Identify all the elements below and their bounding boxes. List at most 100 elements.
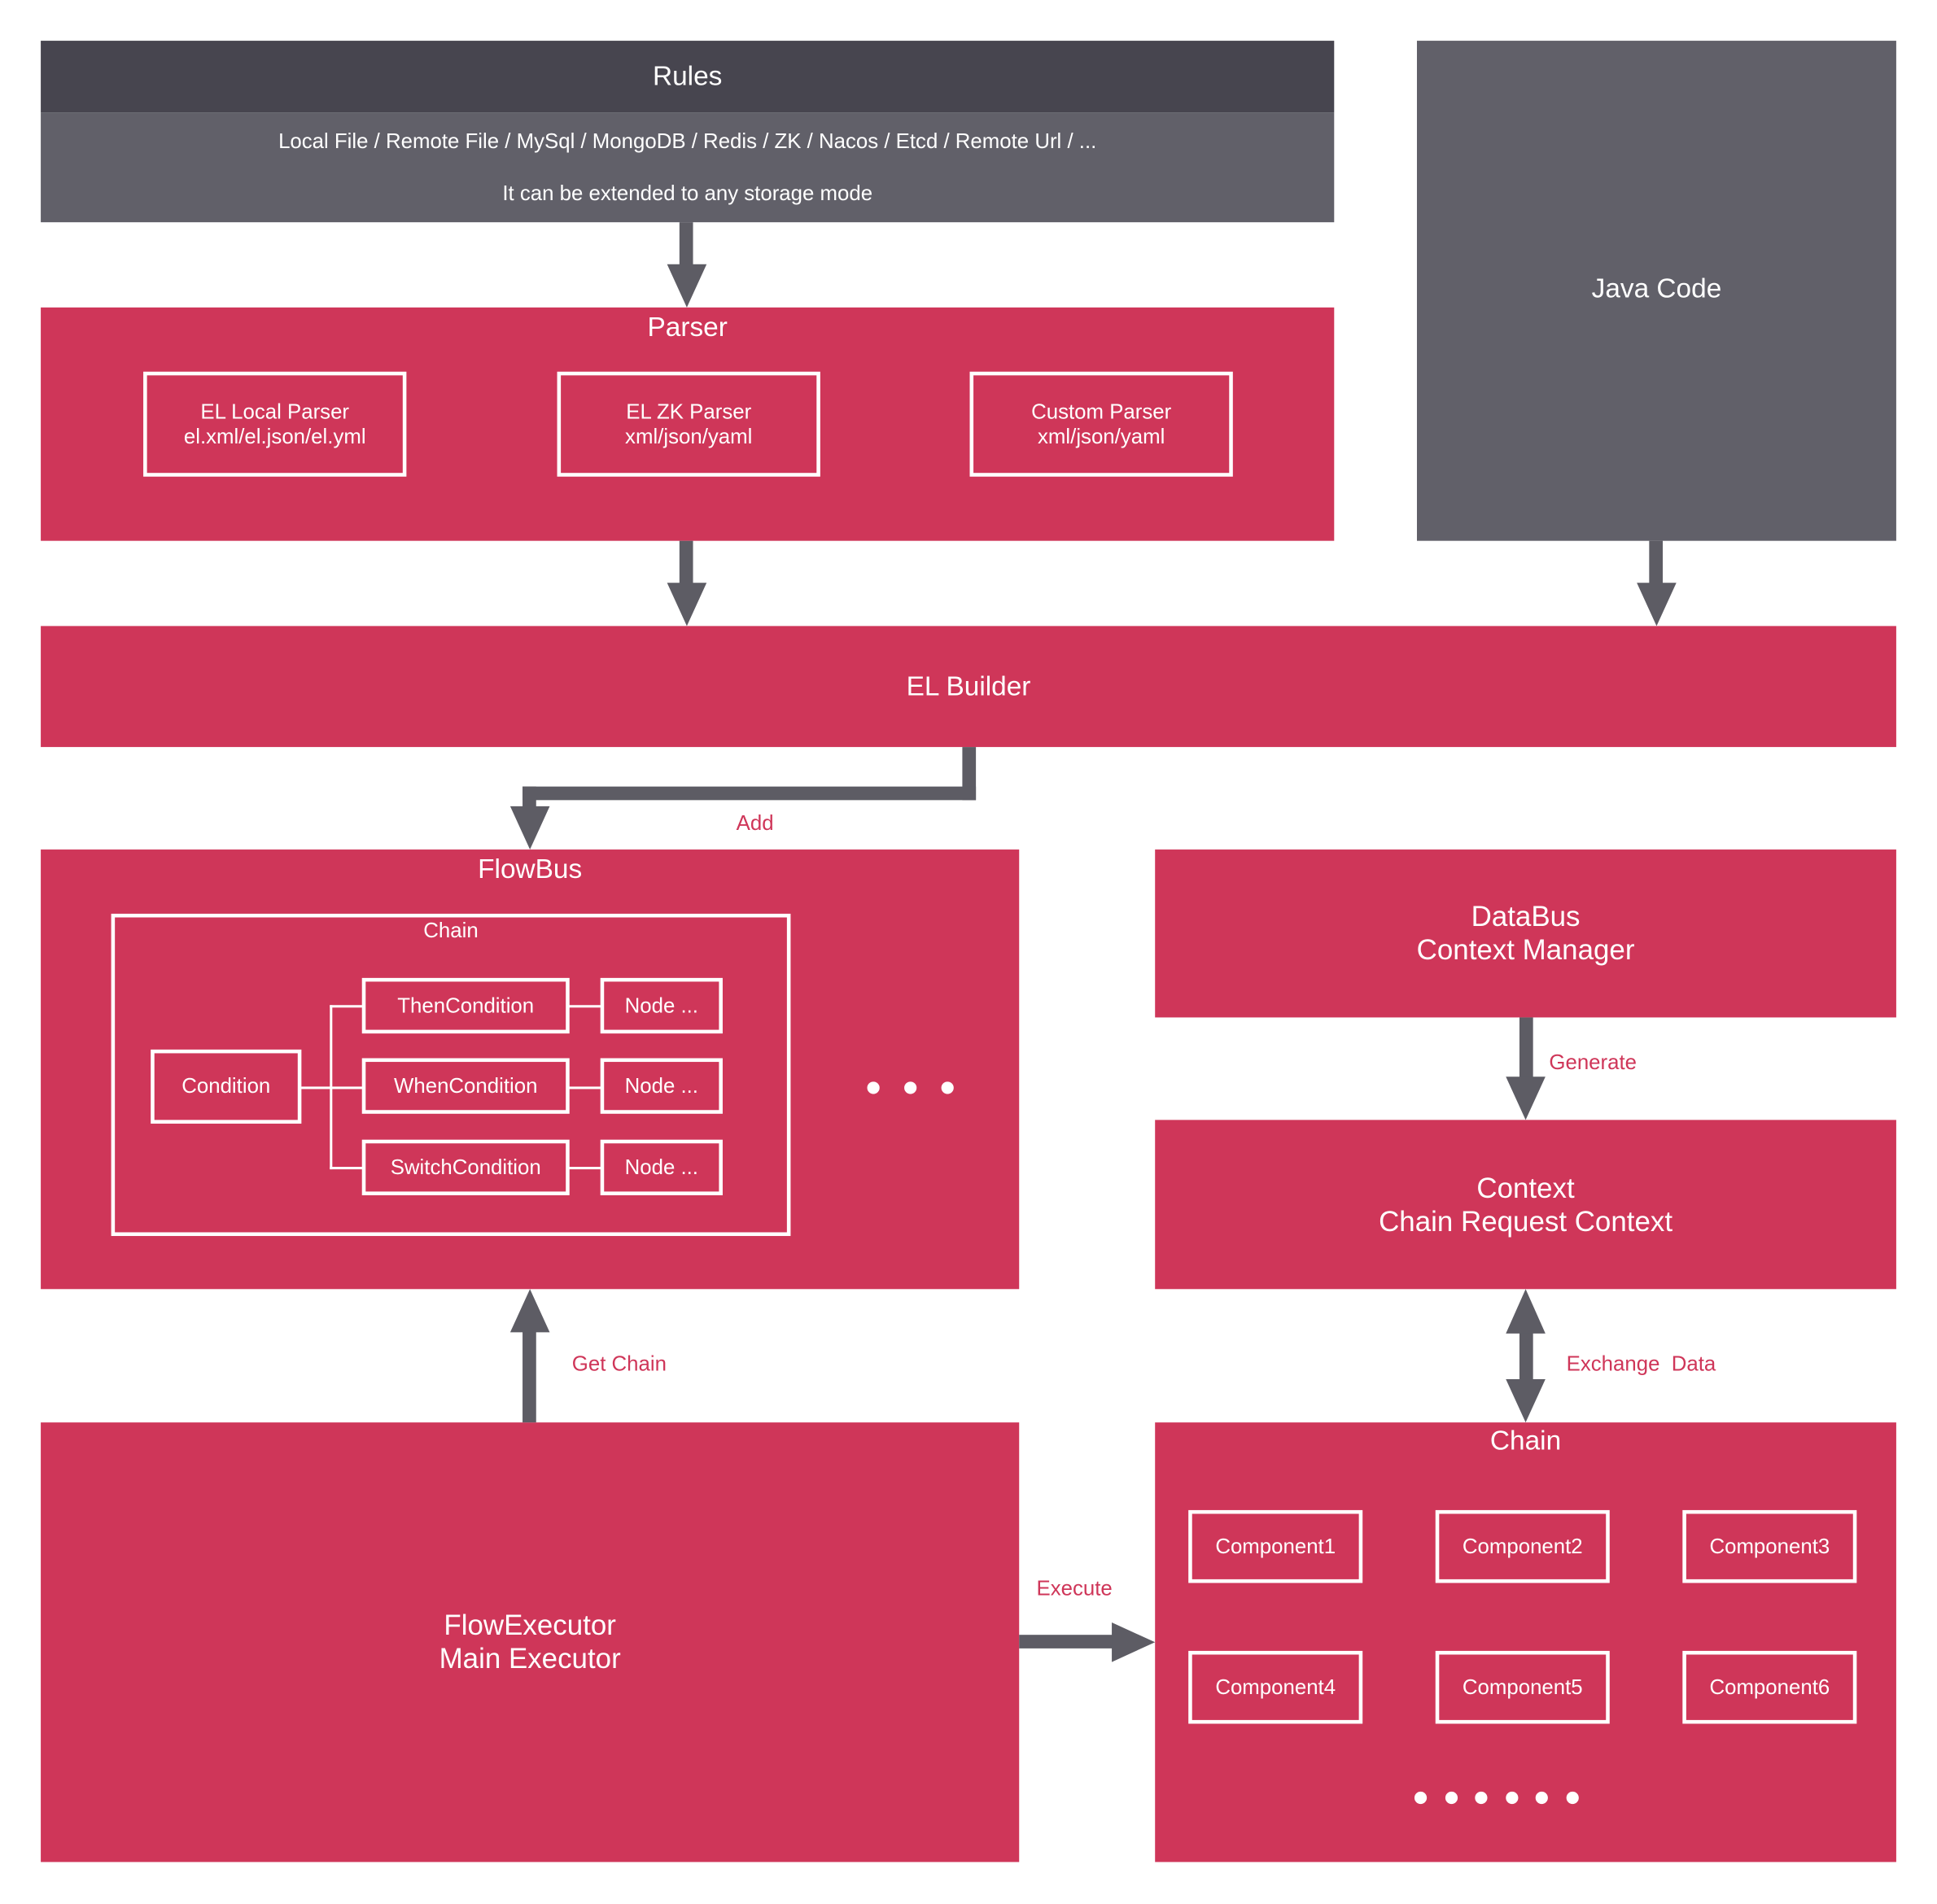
- switch-condition-label: SwitchCondition: [390, 1155, 541, 1179]
- java-code-block: Java Code: [1416, 41, 1896, 541]
- flowbus-chain-frame: Chain Condition ThenCondition WhenCondit…: [111, 913, 791, 1237]
- flow-executor-line1: FlowExecutor: [444, 1609, 616, 1641]
- flowbus-block: FlowBus Chain Condition ThenCondition Wh…: [41, 849, 1020, 1290]
- rules-note: It can be extended to any storage mode: [502, 181, 873, 205]
- parser-el-local: EL Local Parser el.xml/el.json/el.yml: [143, 371, 407, 477]
- node-box-1: Node ...: [600, 977, 723, 1034]
- parser-el-zk-name: EL ZK Parser: [626, 399, 752, 423]
- connector-switch: [330, 1167, 364, 1170]
- component-box-3: Component3: [1682, 1509, 1857, 1583]
- component-box-4: Component4: [1188, 1650, 1363, 1724]
- condition-label: Condition: [181, 1074, 271, 1098]
- dot: [1505, 1791, 1519, 1805]
- arrow-add-segment-2: [523, 786, 977, 801]
- component-label-6: Component6: [1709, 1675, 1830, 1699]
- connector-node-1: [566, 1005, 602, 1008]
- arrow-exchange-head-down: [1506, 1379, 1546, 1423]
- rules-sources: Local File / Remote File / MySql / Mongo…: [278, 129, 1097, 154]
- dot: [1414, 1791, 1428, 1805]
- connector-node-2: [566, 1086, 602, 1090]
- arrow-parser-builder-shaft: [679, 540, 693, 591]
- arrow-generate-shaft: [1519, 1017, 1533, 1080]
- connector-then: [330, 1005, 364, 1008]
- flowbus-title: FlowBus: [478, 853, 583, 884]
- node-label-3: Node ...: [624, 1155, 698, 1179]
- arrow-generate-head: [1506, 1076, 1546, 1120]
- arrow-java-builder-shaft: [1649, 540, 1664, 591]
- connector-node-3: [566, 1167, 602, 1170]
- arrow-execute-shaft: [1019, 1635, 1118, 1649]
- when-condition-label: WhenCondition: [394, 1073, 538, 1098]
- dot: [1475, 1791, 1488, 1805]
- component-label-3: Component3: [1709, 1534, 1830, 1558]
- node-label-2: Node ...: [624, 1073, 698, 1098]
- arrow-rules-parser-head: [667, 264, 707, 308]
- connector-trunk: [300, 1086, 331, 1090]
- component-box-6: Component6: [1682, 1650, 1857, 1724]
- component-box-2: Component2: [1435, 1509, 1610, 1583]
- dot: [941, 1081, 954, 1094]
- label-add: Add: [736, 811, 774, 835]
- connector-when: [330, 1086, 364, 1090]
- label-generate: Generate: [1549, 1050, 1637, 1075]
- arrow-add-segment-3: [523, 786, 536, 812]
- dot: [867, 1081, 880, 1094]
- parser-el-local-name: EL Local Parser: [200, 399, 350, 423]
- el-builder-label: EL Builder: [906, 670, 1031, 701]
- databus-line2: Context Manager: [1416, 933, 1635, 966]
- component-label-1: Component1: [1215, 1534, 1336, 1558]
- parser-title: Parser: [647, 311, 728, 343]
- arrow-add-head: [509, 806, 550, 850]
- arrow-java-builder-head: [1637, 583, 1677, 627]
- chain-more-dots: [1414, 1791, 1579, 1806]
- dot: [1566, 1791, 1579, 1805]
- then-condition-box: ThenCondition: [361, 977, 570, 1034]
- component-box-5: Component5: [1435, 1650, 1610, 1724]
- component-label-5: Component5: [1462, 1675, 1583, 1699]
- arrow-get-chain-shaft: [523, 1327, 536, 1423]
- switch-condition-box: SwitchCondition: [361, 1139, 570, 1195]
- component-box-1: Component1: [1188, 1509, 1363, 1583]
- label-get-chain: Get Chain: [571, 1352, 667, 1376]
- flowbus-chain-title: Chain: [423, 919, 479, 942]
- rules-header: Rules: [41, 41, 1335, 113]
- node-box-2: Node ...: [600, 1058, 723, 1114]
- arrow-exchange-head-up: [1506, 1289, 1546, 1334]
- rules-body: Local File / Remote File / MySql / Mongo…: [41, 112, 1335, 223]
- flowbus-more-dots: [867, 1081, 954, 1096]
- dot: [904, 1081, 917, 1094]
- context-line2: Chain Request Context: [1379, 1204, 1673, 1237]
- then-condition-label: ThenCondition: [397, 993, 535, 1017]
- arrow-parser-builder-head: [667, 583, 707, 627]
- when-condition-box: WhenCondition: [361, 1058, 570, 1114]
- java-code-label: Java Code: [1591, 273, 1722, 304]
- arrow-exchange-shaft: [1519, 1328, 1533, 1383]
- rules-title: Rules: [652, 60, 723, 92]
- parser-custom-formats: xml/json/yaml: [1038, 424, 1165, 448]
- node-box-3: Node ...: [600, 1139, 723, 1195]
- arrow-get-chain-head: [509, 1289, 550, 1333]
- label-execute: Execute: [1036, 1576, 1113, 1600]
- component-label-4: Component4: [1215, 1675, 1336, 1699]
- arrow-rules-parser-shaft: [679, 222, 693, 272]
- dot: [1536, 1791, 1549, 1805]
- dot: [1445, 1791, 1458, 1805]
- label-exchange-data: Exchange Data: [1566, 1352, 1716, 1376]
- component-label-2: Component2: [1462, 1534, 1583, 1558]
- parser-custom-name: Custom Parser: [1031, 399, 1172, 423]
- flow-executor-block: FlowExecutor Main Executor: [41, 1422, 1020, 1863]
- parser-custom: Custom Parser xml/json/yaml: [969, 371, 1233, 477]
- context-line1: Context: [1476, 1171, 1575, 1203]
- parser-block: Parser EL Local Parser el.xml/el.json/el…: [41, 307, 1335, 541]
- parser-el-zk: EL ZK Parser xml/json/yaml: [557, 371, 820, 477]
- databus-line1: DataBus: [1471, 900, 1581, 932]
- condition-box: Condition: [151, 1049, 302, 1124]
- parser-el-zk-formats: xml/json/yaml: [625, 424, 753, 448]
- chain-title: Chain: [1489, 1425, 1562, 1456]
- context-block: Context Chain Request Context: [1155, 1120, 1896, 1290]
- chain-block: Chain Component1 Component2 Component3 C…: [1155, 1422, 1896, 1863]
- el-builder-block: EL Builder: [41, 626, 1896, 748]
- databus-block: DataBus Context Manager: [1155, 849, 1896, 1018]
- parser-el-local-formats: el.xml/el.json/el.yml: [183, 424, 366, 448]
